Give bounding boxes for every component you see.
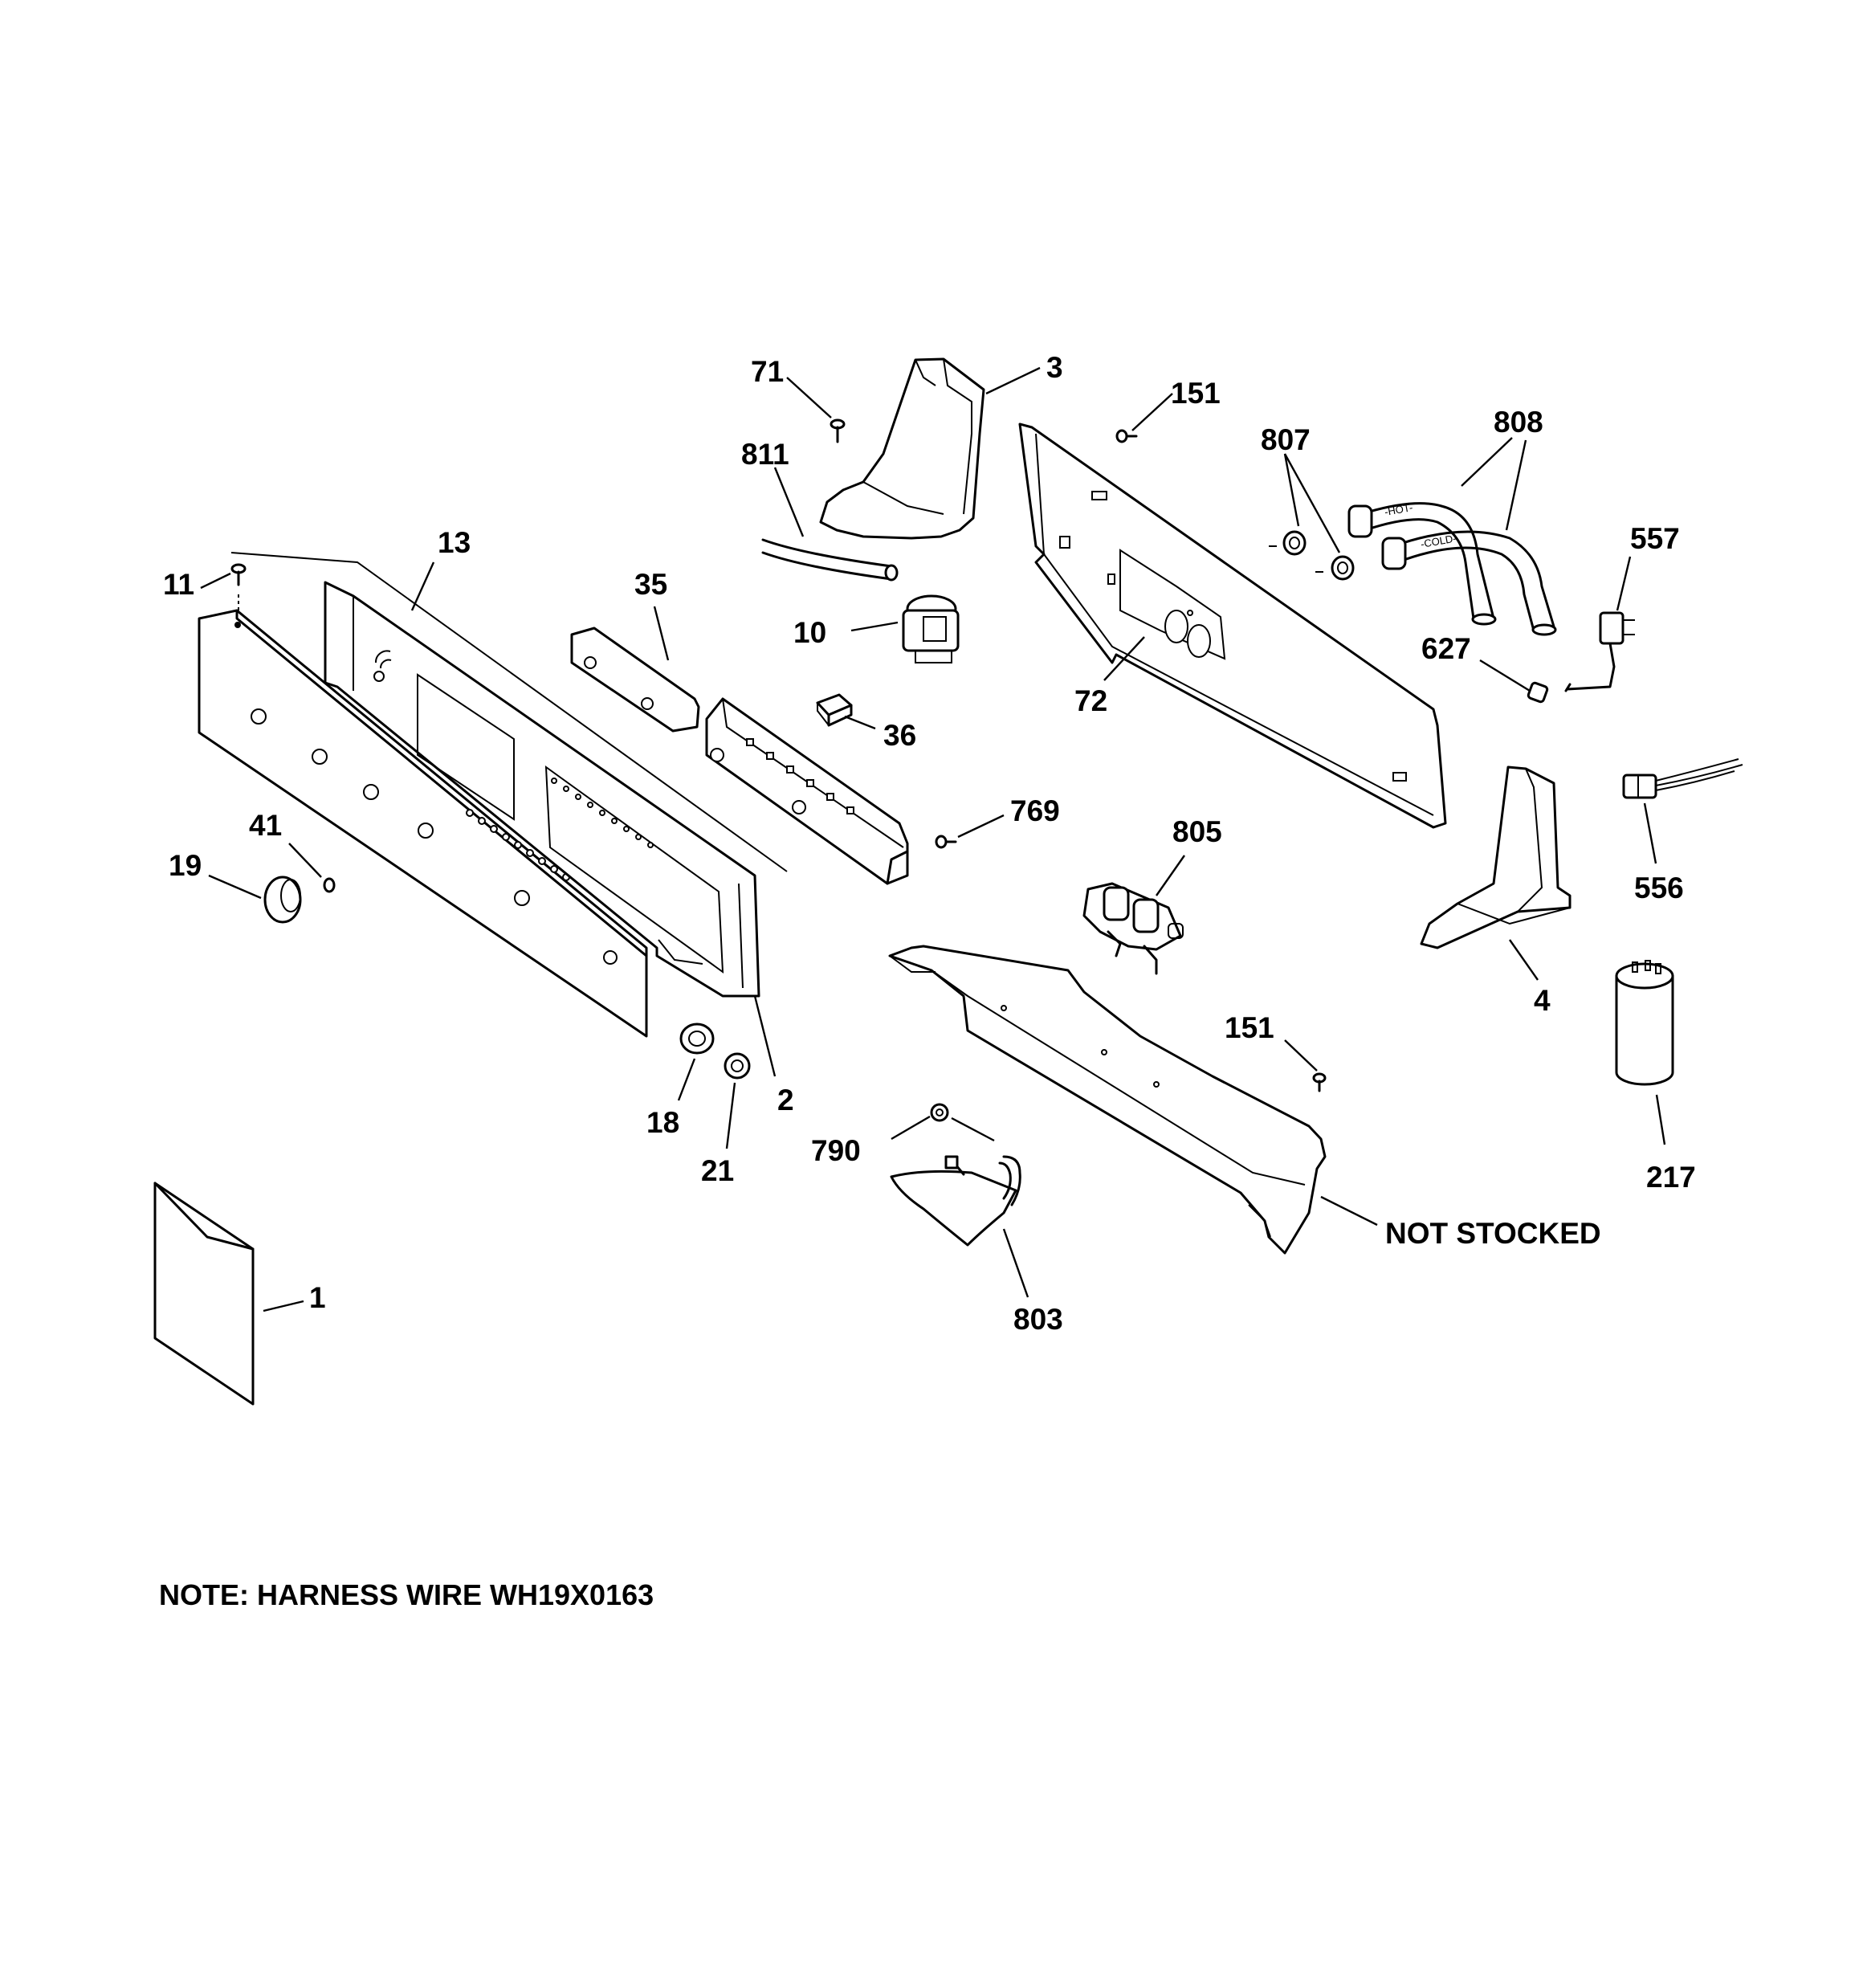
part-1-manual: [153, 1182, 255, 1406]
part-71-screw: [830, 418, 846, 443]
part-41-spring: [323, 877, 336, 893]
panel-led-holes: [466, 809, 570, 881]
callout-18: 18: [646, 1106, 679, 1139]
callout-2: 2: [777, 1084, 794, 1116]
part-13-trim-edge: [230, 552, 788, 872]
part-36-small-connector: [816, 693, 853, 727]
callout-769: 769: [1010, 794, 1060, 827]
callout-811: 811: [741, 438, 789, 471]
part-627-clip: [1527, 681, 1549, 704]
part-13-control-panel: [198, 609, 648, 1038]
part-151-screw-upper: [1115, 429, 1138, 443]
callout-11: 11: [163, 568, 194, 601]
callout-557: 557: [1630, 522, 1680, 555]
part-803-drain-fitting: [890, 1155, 1021, 1247]
board-connector-pins: [746, 738, 854, 814]
callout-151-lower: 151: [1225, 1011, 1274, 1044]
callout-21: 21: [701, 1154, 734, 1187]
part-35-board-bracket: [570, 627, 700, 733]
part-3-left-endcap: [819, 357, 985, 540]
callout-3: 3: [1046, 351, 1063, 384]
part-556-wire-connector: [1622, 758, 1743, 799]
part-10-pressure-switch: [902, 594, 960, 663]
callout-13: 13: [438, 526, 471, 559]
callout-805: 805: [1172, 815, 1222, 848]
callout-36: 36: [883, 719, 916, 752]
leader-lines: [200, 366, 1666, 1312]
part-769-screw: [935, 835, 957, 849]
callout-807: 807: [1261, 423, 1311, 456]
part-811-hose: [761, 538, 899, 582]
callout-151-upper: 151: [1171, 377, 1221, 410]
part-72-backsplash: [1018, 423, 1447, 829]
part-2-panel-frame: [324, 581, 760, 998]
part-19-knob: [263, 876, 302, 924]
part-790-hose-clip: [930, 1103, 949, 1122]
part-36-control-board: [705, 697, 909, 885]
callout-790: 790: [811, 1134, 861, 1167]
callout-10: 10: [793, 616, 826, 649]
part-18-bushing: [679, 1023, 715, 1055]
part-151-screw-lower: [1312, 1072, 1327, 1092]
part-217-capacitor: [1615, 960, 1674, 1086]
part-808-fill-hoses: -HOT- -COLD-: [1347, 501, 1557, 636]
callout-627: 627: [1421, 632, 1471, 665]
part-11-screw: [230, 563, 247, 610]
callout-556: 556: [1634, 872, 1684, 904]
callout-808: 808: [1494, 406, 1543, 439]
callout-4: 4: [1534, 984, 1551, 1017]
panel-knob-holes: [251, 708, 618, 965]
callout-803: 803: [1013, 1303, 1063, 1336]
frame-holes: [373, 671, 654, 848]
callout-19: 19: [169, 849, 202, 882]
callout-labels: 71 3 811 151 807 808 557 627 72 10 36 76…: [163, 351, 1696, 1336]
callout-1: 1: [309, 1281, 326, 1314]
part-807-washers: [1269, 530, 1355, 581]
callout-35: 35: [634, 568, 667, 601]
callout-41: 41: [249, 809, 282, 842]
part-21-bushing: [724, 1052, 751, 1080]
part-557-cord-plug: [1564, 611, 1635, 692]
part-4-right-endcap: [1420, 765, 1572, 949]
part-805-water-valve: [1082, 882, 1184, 975]
callout-not-stocked: NOT STOCKED: [1385, 1217, 1601, 1250]
callout-217: 217: [1646, 1161, 1696, 1194]
callout-71: 71: [751, 355, 784, 388]
part-not-stocked-bracket: [888, 945, 1327, 1255]
callout-72: 72: [1074, 684, 1107, 717]
hose-hot-mark: -HOT-: [1384, 501, 1413, 518]
harness-wire-note: NOTE: HARNESS WIRE WH19X0163: [159, 1578, 654, 1611]
